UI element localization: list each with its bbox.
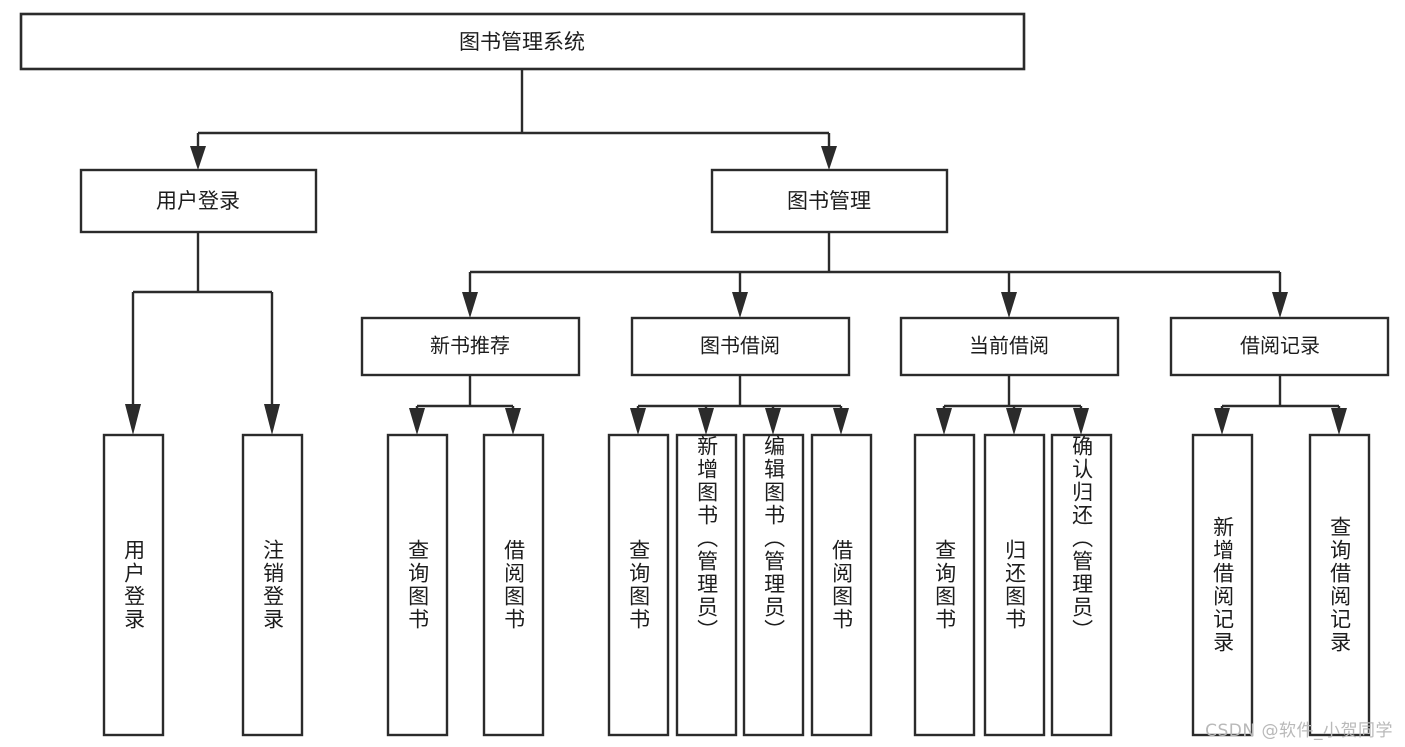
leaf-borrow-book-2-box[interactable] — [810, 433, 873, 737]
node-user-login-label: 用户登录 — [156, 189, 240, 213]
arrowhead-leaf-return-book — [1006, 408, 1022, 435]
node-book-manage[interactable]: 图书管理 — [710, 168, 949, 234]
node-current-borrow[interactable]: 当前借阅 — [899, 316, 1120, 377]
arrowhead-leaf-edit-book-admin — [765, 408, 781, 435]
node-borrow-record-label: 借阅记录 — [1240, 334, 1320, 358]
arrowhead-book-manage — [821, 146, 837, 170]
node-user-login-box[interactable] — [79, 168, 318, 234]
leaf-layer — [102, 433, 1371, 737]
leaf-add-borrow-record-box[interactable] — [1191, 433, 1254, 737]
leaf-logout-login-box[interactable] — [241, 433, 304, 737]
node-book-borrow-label: 图书借阅 — [700, 334, 780, 358]
leaf-user-login-box[interactable] — [102, 433, 165, 737]
leaf-return-book-box[interactable] — [983, 433, 1046, 737]
leaf-query-book-2-box[interactable] — [607, 433, 670, 737]
leaf-edit-book-admin-box[interactable] — [742, 433, 805, 737]
node-new-book-recommend[interactable]: 新书推荐 — [360, 316, 581, 377]
node-book-manage-label: 图书管理 — [787, 189, 871, 213]
node-current-borrow-label: 当前借阅 — [969, 334, 1049, 358]
arrowhead-leaf-query-book-3 — [936, 408, 952, 435]
node-root-label: 图书管理系统 — [459, 30, 585, 54]
watermark-text: CSDN @软件_小贺同学 — [1205, 721, 1393, 741]
arrowhead-leaf-query-book-2 — [630, 408, 646, 435]
leaf-query-book-1-box[interactable] — [386, 433, 449, 737]
arrowhead-leaf-borrow-book-1 — [505, 408, 521, 435]
arrowhead-leaf-query-book-1 — [409, 408, 425, 435]
arrowhead-borrow-record — [1272, 292, 1288, 318]
node-new-book-recommend-box[interactable] — [360, 316, 581, 377]
node-new-book-recommend-label: 新书推荐 — [430, 334, 510, 358]
arrowhead-new-book-recommend — [462, 292, 478, 318]
arrowhead-leaf-query-borrow-record — [1331, 408, 1347, 435]
arrowhead-leaf-logout-login — [264, 404, 280, 435]
leaf-borrow-book-1-box[interactable] — [482, 433, 545, 737]
arrowhead-leaf-borrow-book-2 — [833, 408, 849, 435]
leaf-query-borrow-record-box[interactable] — [1308, 433, 1371, 737]
leaf-add-book-admin-box[interactable] — [675, 433, 738, 737]
connector-layer — [125, 69, 1347, 435]
arrowhead-leaf-add-borrow-record — [1214, 408, 1230, 435]
node-borrow-record[interactable]: 借阅记录 — [1169, 316, 1390, 377]
arrowhead-leaf-confirm-return-admin — [1073, 408, 1089, 435]
arrowhead-leaf-add-book-admin — [698, 408, 714, 435]
node-current-borrow-box[interactable] — [899, 316, 1120, 377]
arrowhead-user-login — [190, 146, 206, 170]
leaf-confirm-return-admin-box[interactable] — [1050, 433, 1113, 737]
leaf-query-book-3-box[interactable] — [913, 433, 976, 737]
node-root[interactable]: 图书管理系统 — [19, 12, 1026, 71]
node-borrow-record-box[interactable] — [1169, 316, 1390, 377]
node-book-borrow[interactable]: 图书借阅 — [630, 316, 851, 377]
arrowhead-leaf-user-login — [125, 404, 141, 435]
arrowhead-book-borrow — [732, 292, 748, 318]
node-book-borrow-box[interactable] — [630, 316, 851, 377]
arrowhead-current-borrow — [1001, 292, 1017, 318]
node-user-login[interactable]: 用户登录 — [79, 168, 318, 234]
node-book-manage-box[interactable] — [710, 168, 949, 234]
node-root-box[interactable] — [19, 12, 1026, 71]
